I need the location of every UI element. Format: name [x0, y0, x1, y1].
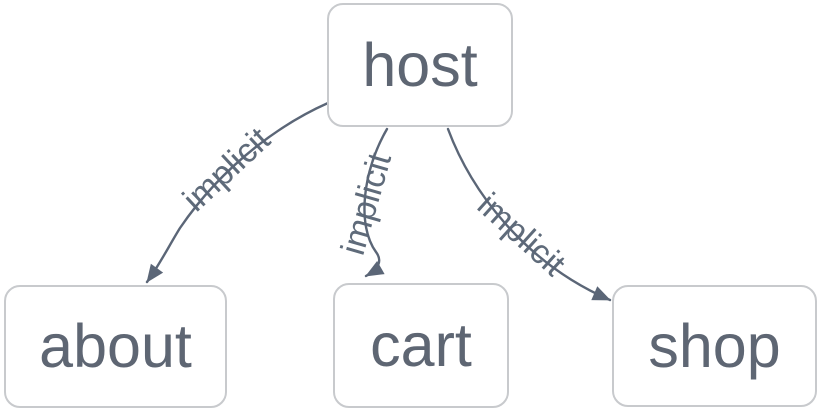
node-about: about — [4, 285, 227, 408]
node-cart: cart — [333, 283, 509, 408]
node-about-label: about — [39, 312, 192, 380]
node-host-label: host — [362, 30, 478, 99]
node-shop: shop — [612, 285, 817, 407]
edge-label-host-about: implicit — [175, 120, 278, 219]
node-shop-label: shop — [648, 311, 781, 380]
edge-host-about — [145, 101, 330, 284]
edge-label-host-shop: implicit — [470, 185, 573, 284]
node-cart-label: cart — [370, 311, 472, 379]
node-host: host — [327, 3, 513, 127]
edge-label-host-cart: implicit — [333, 148, 400, 260]
